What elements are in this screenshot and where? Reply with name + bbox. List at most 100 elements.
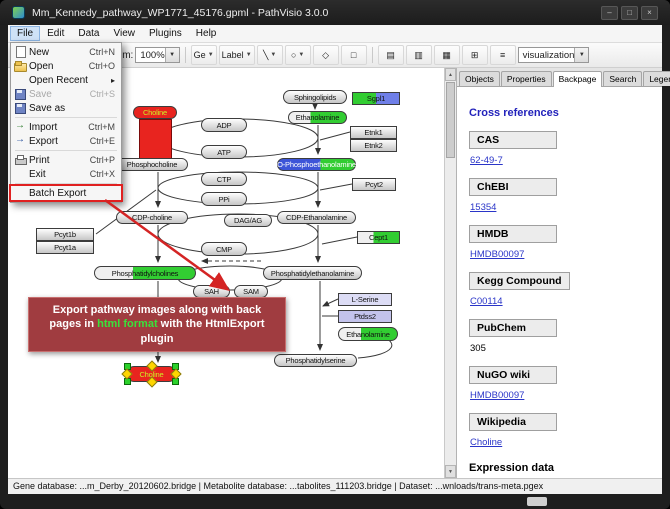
tab-objects[interactable]: Objects <box>459 71 500 86</box>
node-cdp-ethanolamine[interactable]: CDP-Ethanolamine <box>277 211 356 224</box>
node-dag-ag[interactable]: DAG/AG <box>224 214 272 227</box>
title-bar[interactable]: Mm_Kennedy_pathway_WP1771_45176.gpml - P… <box>0 0 670 25</box>
close-button[interactable]: × <box>641 5 658 20</box>
menu-plugins[interactable]: Plugins <box>148 28 182 39</box>
menu-item-label: Open <box>29 60 54 72</box>
align-center-icon: ▥ <box>414 49 423 60</box>
folder-icon <box>14 60 29 72</box>
xref-link-cas[interactable]: 62-49-7 <box>470 155 503 166</box>
chevron-down-icon: ▼ <box>245 52 252 58</box>
shape-tool[interactable]: ○▼ <box>284 45 311 65</box>
print-icon <box>14 154 29 166</box>
node-cept1[interactable]: Cept1 <box>357 231 400 244</box>
menu-item-shortcut: Ctrl+M <box>88 122 115 132</box>
align-center-button[interactable]: ▥ <box>405 45 432 65</box>
label-tool-icon: Label <box>221 50 244 60</box>
file-menu-item-batch-export[interactable]: Batch Export <box>9 184 123 202</box>
node-ppi[interactable]: PPi <box>201 192 247 206</box>
tab-properties[interactable]: Properties <box>500 71 552 86</box>
datanode-tool[interactable]: Ge▼ <box>190 45 217 65</box>
menu-data[interactable]: Data <box>78 28 100 39</box>
distribute-button[interactable]: ⊞ <box>461 45 488 65</box>
zoom-combobox[interactable]: 100% ▼ <box>135 47 180 63</box>
xref-header-cas: CAS <box>469 131 557 149</box>
file-menu-item-open-recent[interactable]: Open Recent▸ <box>11 73 121 87</box>
menu-view[interactable]: View <box>113 28 135 39</box>
line-tool[interactable]: ╲▼ <box>256 45 283 65</box>
menu-separator <box>15 150 117 151</box>
align-left-button[interactable]: ▤ <box>377 45 404 65</box>
blank-icon <box>14 187 29 199</box>
node-ethanolamine[interactable]: Ethanolamine <box>288 111 347 124</box>
maximize-button[interactable]: □ <box>621 5 638 20</box>
node-ptdss2[interactable]: Ptdss2 <box>338 310 392 323</box>
chevron-down-icon: ▼ <box>207 52 214 58</box>
node-red-gene-box[interactable] <box>139 119 172 163</box>
xref-header-wikipedia: Wikipedia <box>469 413 557 431</box>
tab-backpage[interactable]: Backpage <box>552 71 603 87</box>
node-pcyt1b[interactable]: Pcyt1b <box>36 228 94 241</box>
scroll-down-icon[interactable]: ▼ <box>445 465 456 478</box>
node-l-serine[interactable]: L-Serine <box>338 293 392 306</box>
align-top-button[interactable]: ▦ <box>433 45 460 65</box>
node-phosphocholine[interactable]: Phosphocholine <box>116 158 188 171</box>
tab-search[interactable]: Search <box>603 71 643 86</box>
node-phosphatidylcholines[interactable]: Phosphatidylcholines <box>94 266 196 280</box>
node-choline-selected[interactable]: Choline <box>121 360 182 388</box>
node-o-phosphoethanolamine[interactable]: O-Phosphoethanolamine <box>277 158 356 171</box>
xref-link-wikipedia[interactable]: Choline <box>470 437 503 448</box>
template-tool[interactable]: □ <box>340 45 367 65</box>
xref-link-kegg-compound[interactable]: C00114 <box>470 296 503 307</box>
node-choline[interactable]: Choline <box>133 106 177 119</box>
node-pcyt1a[interactable]: Pcyt1a <box>36 241 94 254</box>
annotation-callout: Export pathway images along with back pa… <box>28 297 286 352</box>
menu-item-label: Save as <box>29 102 66 114</box>
node-phosphatidylserine[interactable]: Phosphatidylserine <box>274 354 357 367</box>
node-sgpl1[interactable]: Sgpl1 <box>352 92 400 105</box>
xref-link-hmdb[interactable]: HMDB00097 <box>470 249 525 260</box>
xref-link-chebi[interactable]: 15354 <box>470 202 497 213</box>
node-atp[interactable]: ATP <box>201 145 247 159</box>
status-text: Gene database: ...m_Derby_20120602.bridg… <box>13 481 544 491</box>
chevron-down-icon[interactable]: ▼ <box>164 48 179 62</box>
connector-tool[interactable]: ◇ <box>312 45 339 65</box>
canvas-vertical-scrollbar[interactable]: ▲ ▼ <box>444 68 456 478</box>
node-ctp[interactable]: CTP <box>201 172 247 186</box>
selection-handle[interactable] <box>145 360 158 372</box>
visualization-combobox[interactable]: visualization ▼ <box>517 47 590 63</box>
scroll-up-icon[interactable]: ▲ <box>445 68 456 81</box>
menu-file[interactable]: File <box>10 26 41 41</box>
node-pcyt2[interactable]: Pcyt2 <box>352 178 396 191</box>
node-sphingolipids[interactable]: Sphingolipids <box>283 90 347 104</box>
xref-value-pubchem: 305 <box>470 343 486 354</box>
selection-handle[interactable] <box>145 376 158 388</box>
xref-link-nugo-wiki[interactable]: HMDB00097 <box>470 390 525 401</box>
node-phosphatidylethanolamine[interactable]: Phosphatidylethanolamine <box>263 266 362 280</box>
node-cmp[interactable]: CMP <box>201 242 247 256</box>
blank-icon <box>14 74 29 86</box>
distribute-icon: ⊞ <box>470 49 479 60</box>
disk2-icon <box>14 102 29 114</box>
menu-help[interactable]: Help <box>195 28 217 39</box>
node-cdp-choline[interactable]: CDP-choline <box>116 211 188 224</box>
scrollbar-thumb[interactable] <box>446 82 455 158</box>
chevron-down-icon[interactable]: ▼ <box>574 48 589 62</box>
stack-button[interactable]: ≡ <box>489 45 516 65</box>
label-tool[interactable]: Label▼ <box>218 45 255 65</box>
menu-edit[interactable]: Edit <box>47 28 65 39</box>
node-etnk2[interactable]: Etnk2 <box>350 139 397 152</box>
node-ethanolamine[interactable]: Ethanolamine <box>338 327 398 341</box>
node-adp[interactable]: ADP <box>201 118 247 132</box>
menu-item-shortcut: Ctrl+S <box>89 89 115 99</box>
node-etnk1[interactable]: Etnk1 <box>350 126 397 139</box>
tab-legend[interactable]: Legend <box>643 71 670 86</box>
file-menu-item-save-as[interactable]: Save as <box>11 101 121 115</box>
minimize-button[interactable]: – <box>601 5 618 20</box>
